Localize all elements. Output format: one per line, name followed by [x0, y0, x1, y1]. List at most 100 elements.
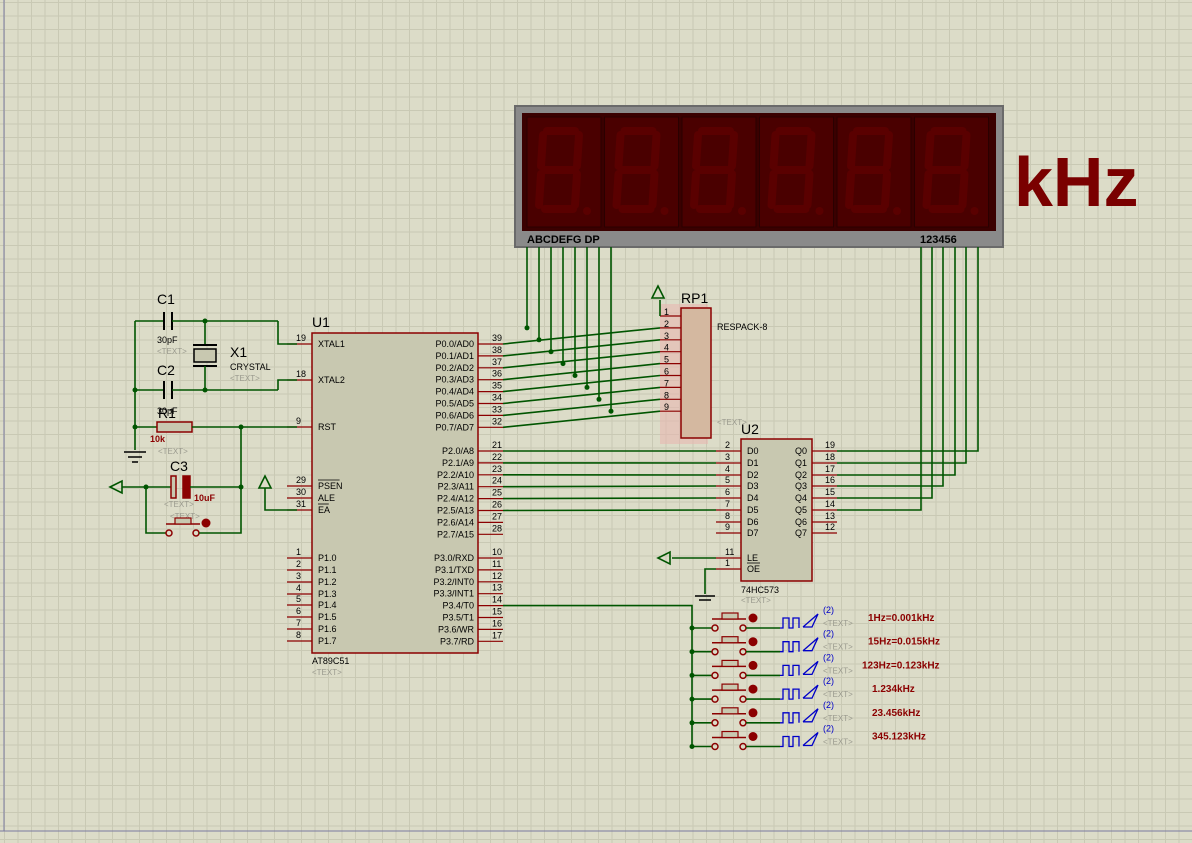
u2-pin-name: D0	[747, 446, 759, 456]
u1-pin-number: 8	[296, 630, 301, 640]
junction	[596, 396, 602, 402]
wire	[502, 485, 717, 488]
u1-pin-name: P0.3/AD3	[435, 375, 474, 385]
u2-pin-number: 13	[825, 511, 835, 521]
switch-terminal	[711, 671, 719, 680]
generator-switch[interactable]: (2)<TEXT>123Hz=0.123kHz	[689, 652, 940, 680]
reset-circuit[interactable]: R1 10k <TEXT> C3 10uF <TEXT>	[108, 405, 297, 537]
u2-pin-name: Q7	[795, 528, 807, 538]
switch-terminal	[711, 695, 719, 703]
generator-text: <TEXT>	[823, 643, 853, 652]
u2-pin-number: 17	[825, 464, 835, 474]
switch-terminal	[711, 742, 719, 751]
generator-tag: (2)	[823, 724, 834, 734]
wire	[502, 509, 717, 512]
u2-pin-name: Q0	[795, 446, 807, 456]
u1-pin-name: P0.4/AD4	[435, 387, 474, 397]
wire	[704, 568, 716, 594]
u1-pin-name: EA	[318, 505, 330, 515]
u1-pin-name: P2.7/A15	[437, 529, 474, 539]
u2-latch[interactable]: U2 74HC573 <TEXT> 2D03D14D25D36D47D58D69…	[716, 421, 837, 605]
u1-microcontroller[interactable]: U1 AT89C51 <TEXT> 19XTAL118XTAL29RST29PS…	[287, 314, 503, 677]
generator-text: <TEXT>	[823, 666, 853, 675]
generator-switch[interactable]: (2)<TEXT>1.234kHz	[689, 676, 915, 703]
rp1-pin-number: 7	[664, 378, 669, 388]
digit-segment	[767, 170, 778, 209]
switch-terminal	[739, 671, 747, 680]
rp1-text: <TEXT>	[717, 418, 747, 427]
u2-pin-number: 12	[825, 522, 835, 532]
u1-pin-name: P1.4	[318, 600, 337, 610]
u1-pin-name: P1.5	[318, 612, 337, 622]
u2-pin-name: Q6	[795, 517, 807, 527]
u1-pin-name: P3.7/RD	[440, 636, 475, 646]
u2-ref: U2	[741, 421, 759, 437]
u2-pin-number: 7	[725, 499, 730, 509]
frequency-generators[interactable]: (2)<TEXT>1Hz=0.001kHz (2) <TEXT> 15Hz=0.015…	[689, 605, 941, 751]
digit-segment	[803, 170, 814, 209]
generator-switch[interactable]: (2)<TEXT>23.456kHz	[689, 700, 921, 727]
x1-ref: X1	[230, 344, 247, 360]
u1-pin-number: 14	[492, 595, 502, 605]
junction	[524, 325, 530, 331]
u1-pin-number: 17	[492, 630, 502, 640]
generator-switch[interactable]: (2)<TEXT>345.123kHz	[689, 724, 926, 751]
r1-ref: R1	[158, 405, 176, 421]
wire	[837, 247, 967, 464]
u1-pin-number: 2	[296, 559, 301, 569]
u2-pin-name: LE	[747, 553, 758, 563]
u2-text: <TEXT>	[741, 596, 771, 605]
display-segment-label: ABCDEFG DP	[527, 234, 600, 246]
u1-pin-name: P3.6/WR	[438, 624, 475, 634]
u1-pin-name: P1.0	[318, 553, 337, 563]
u1-pin-number: 31	[296, 499, 306, 509]
switch-cap	[721, 707, 739, 715]
u2-pin-name: Q2	[795, 470, 807, 480]
digit-segment	[845, 170, 855, 209]
square-wave-icon	[780, 712, 800, 724]
u1-pin-name: P2.3/A11	[438, 482, 474, 492]
generator-frequency-label: 1Hz=0.001kHz	[868, 613, 934, 624]
clock-circuit[interactable]: C1 30pF <TEXT> C2 30pF X1 CRYSTAL <TEXT>	[124, 291, 297, 463]
generator-arrow-icon	[802, 637, 819, 652]
u1-pin-number: 4	[296, 583, 301, 593]
c2-value: 30pF	[157, 406, 178, 416]
generator-switch[interactable]: (2)<TEXT>15Hz=0.015kHz	[689, 629, 941, 656]
u2-body	[740, 438, 813, 582]
u2-pins: 2D03D14D25D36D47D58D69D711LE1OE19Q018Q11…	[716, 440, 837, 574]
rp1-part: RESPACK-8	[717, 322, 767, 332]
generator-frequency-label: 15Hz=0.015kHz	[868, 637, 940, 648]
u1-pin-number: 16	[492, 618, 502, 628]
u1-pin-number: 28	[492, 523, 502, 533]
wire	[502, 339, 661, 357]
seven-segment-display[interactable]: ABCDEFG DP 123456	[514, 105, 1004, 248]
u2-pin-number: 3	[725, 452, 730, 462]
r1-text: <TEXT>	[158, 447, 188, 456]
switch-terminal	[739, 742, 747, 751]
u1-pin-name: P2.1/A9	[442, 458, 474, 468]
digit-segment	[728, 131, 738, 170]
wire	[502, 374, 661, 393]
wire	[502, 410, 661, 429]
junction	[572, 373, 578, 378]
u1-pin-number: 19	[296, 333, 306, 343]
u1-pin-name: P2.6/A14	[437, 517, 474, 527]
u1-pin-name: P0.5/AD5	[435, 399, 474, 409]
switch-indicator	[748, 660, 758, 670]
square-wave-icon	[780, 735, 800, 748]
rp1-pin-number: 5	[664, 355, 669, 365]
rp1-body	[680, 307, 712, 439]
u1-pin-name: P1.6	[318, 624, 337, 634]
u2-pin-name: D7	[747, 528, 759, 538]
u1-pin-name: P2.4/A12	[437, 494, 474, 504]
junction	[548, 349, 554, 355]
reset-switch-text: <TEXT>	[164, 500, 194, 509]
u1-ref: U1	[312, 314, 330, 330]
digit-dp	[893, 207, 901, 215]
u1-pin-number: 36	[492, 369, 502, 379]
x1-text: <TEXT>	[230, 374, 260, 383]
generator-switch[interactable]: (2)<TEXT>1Hz=0.001kHz	[689, 605, 935, 632]
u1-pin-name: P0.6/AD6	[435, 410, 474, 420]
